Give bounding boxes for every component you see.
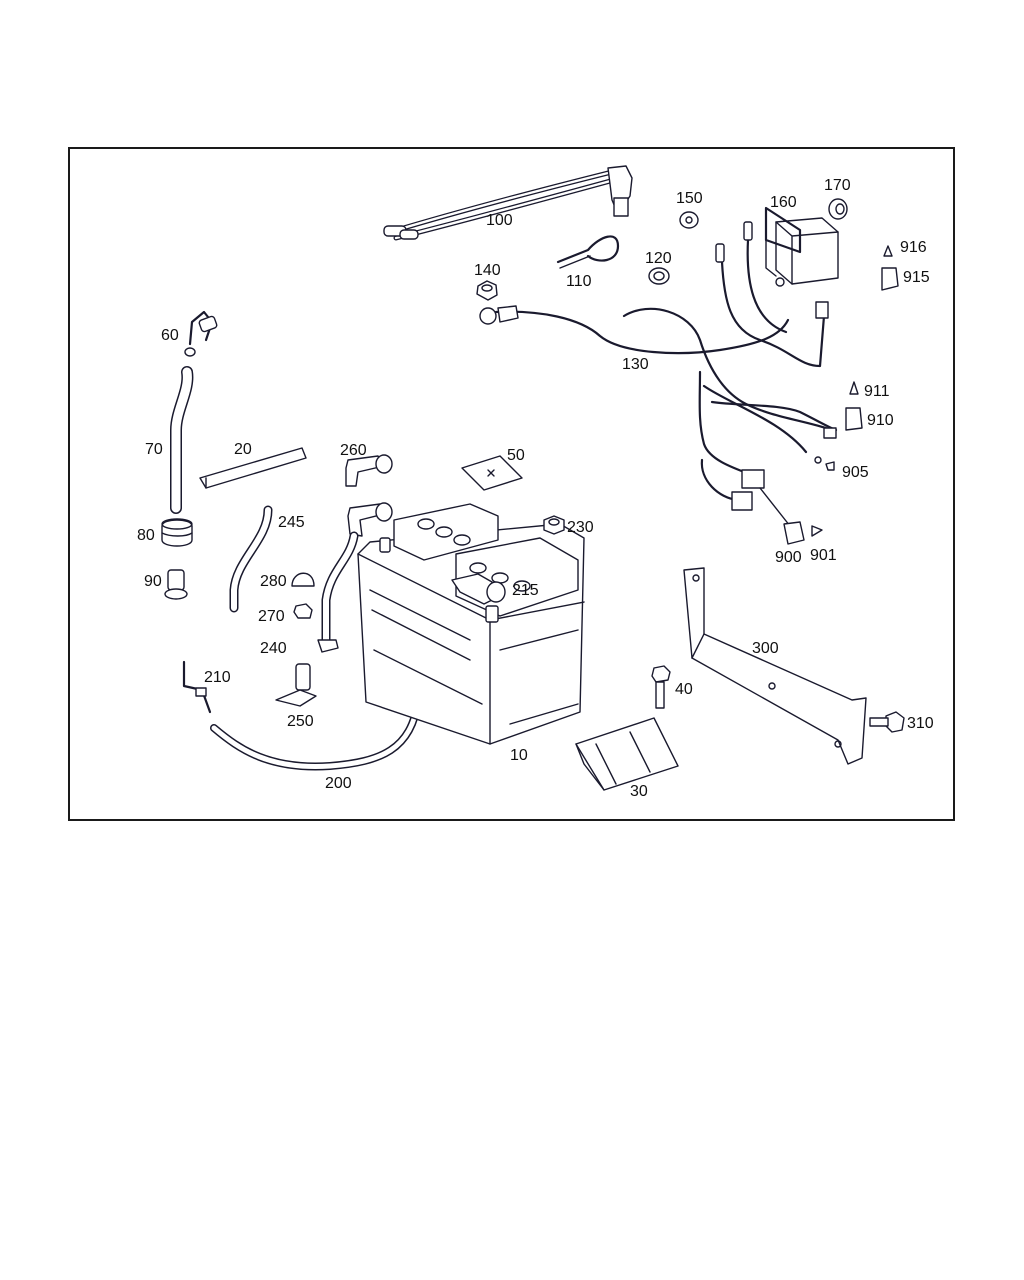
part-215-clamp bbox=[451, 573, 506, 605]
label-60: 60 bbox=[161, 327, 179, 344]
label-310: 310 bbox=[907, 715, 934, 732]
part-910-911-905 bbox=[814, 381, 863, 471]
part-230-nut bbox=[543, 515, 565, 535]
label-901: 901 bbox=[810, 547, 837, 564]
part-300-support bbox=[683, 567, 867, 765]
part-130-wiring-harness bbox=[479, 221, 838, 511]
label-915: 915 bbox=[903, 269, 930, 286]
part-40-bolt bbox=[651, 665, 671, 709]
part-150-washer bbox=[679, 211, 699, 229]
label-90: 90 bbox=[144, 573, 162, 590]
part-100-cable bbox=[383, 165, 633, 241]
label-215: 215 bbox=[512, 582, 539, 599]
label-910: 910 bbox=[867, 412, 894, 429]
part-140-nut bbox=[476, 280, 498, 301]
label-70: 70 bbox=[145, 441, 163, 458]
part-260-240-terminals bbox=[317, 454, 393, 653]
part-80-grommet bbox=[161, 518, 193, 547]
part-70-hose bbox=[170, 366, 194, 514]
label-30: 30 bbox=[630, 783, 648, 800]
part-10-battery bbox=[357, 503, 585, 745]
label-240: 240 bbox=[260, 640, 287, 657]
label-911: 911 bbox=[864, 383, 890, 400]
label-916: 916 bbox=[900, 239, 927, 256]
part-120-grommet bbox=[648, 267, 670, 285]
label-80: 80 bbox=[137, 527, 155, 544]
label-120: 120 bbox=[645, 250, 672, 267]
label-20: 20 bbox=[234, 441, 252, 458]
label-900: 900 bbox=[775, 549, 802, 566]
part-170-nut bbox=[828, 198, 848, 220]
part-245-hose bbox=[229, 505, 273, 613]
part-30-bracket bbox=[575, 717, 679, 791]
label-200: 200 bbox=[325, 775, 352, 792]
label-250: 250 bbox=[287, 713, 314, 730]
part-310-bolt bbox=[869, 711, 905, 733]
label-100: 100 bbox=[486, 212, 513, 229]
part-280-270 bbox=[291, 572, 315, 619]
label-160: 160 bbox=[770, 194, 797, 211]
part-900-901 bbox=[759, 487, 823, 545]
part-160-module bbox=[764, 206, 839, 287]
label-210: 210 bbox=[204, 669, 231, 686]
label-260: 260 bbox=[340, 442, 367, 459]
part-210-connector bbox=[182, 660, 212, 714]
label-110: 110 bbox=[566, 273, 592, 290]
label-140: 140 bbox=[474, 262, 501, 279]
label-905: 905 bbox=[842, 464, 869, 481]
part-916-915-connectors bbox=[881, 245, 899, 291]
part-50-cover bbox=[461, 455, 523, 491]
label-130: 130 bbox=[622, 356, 649, 373]
part-90-plug bbox=[164, 569, 188, 600]
label-245: 245 bbox=[278, 514, 305, 531]
label-150: 150 bbox=[676, 190, 703, 207]
label-230: 230 bbox=[567, 519, 594, 536]
part-250-clamp bbox=[275, 663, 317, 707]
label-280: 280 bbox=[260, 573, 287, 590]
label-300: 300 bbox=[752, 640, 779, 657]
label-10: 10 bbox=[510, 747, 528, 764]
part-110-cable-tie bbox=[556, 235, 620, 269]
label-40: 40 bbox=[675, 681, 693, 698]
part-labels: 10 20 30 40 50 60 70 80 90 100 110 120 1… bbox=[137, 177, 934, 800]
label-170: 170 bbox=[824, 177, 851, 194]
label-270: 270 bbox=[258, 608, 285, 625]
part-20-strip bbox=[199, 447, 307, 489]
part-60-elbow bbox=[184, 310, 218, 357]
label-50: 50 bbox=[507, 447, 525, 464]
